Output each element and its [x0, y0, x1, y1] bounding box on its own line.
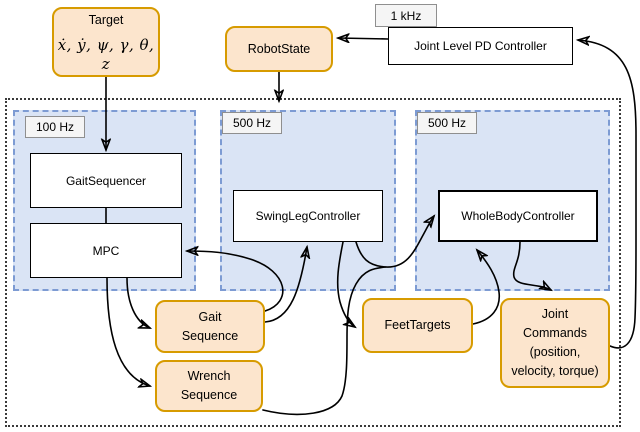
node-whole-body-controller: WholeBodyController [438, 190, 598, 242]
node-mpc: MPC [30, 223, 182, 278]
outer-dotted-container [5, 98, 621, 427]
edge-swinglegcontroller-to-feettargets [336, 241, 355, 327]
node-joint-commands: Joint Commands (position, velocity, torq… [500, 298, 610, 388]
pd-controller-label: Joint Level PD Controller [414, 39, 547, 53]
whole-body-controller-label: WholeBodyController [461, 209, 575, 223]
freq-label-100hz: 100 Hz [25, 116, 85, 138]
gait-sequencer-label: GaitSequencer [65, 173, 147, 188]
wrench-sequence-line1: Wrench [187, 369, 231, 383]
freq-label-1khz: 1 kHz [375, 4, 437, 27]
edge-gaitsequence-to-mpc [187, 251, 284, 312]
freq-label-1khz-text: 1 kHz [390, 8, 422, 23]
wrench-sequence-line2: Sequence [180, 388, 238, 402]
swing-leg-controller-label: SwingLegController [255, 209, 361, 223]
edge-mpc-to-wrenchsequence [106, 277, 150, 386]
freq-label-500hz-swing-text: 500 Hz [232, 116, 272, 130]
edge-mpc-to-gaitsequence [126, 277, 150, 328]
joint-commands-line4: velocity, torque) [511, 364, 599, 378]
edge-swinglegcontroller-to-wholebodycontroller [355, 216, 434, 268]
robot-state-label: RobotState [247, 41, 311, 56]
node-robot-state: RobotState [225, 26, 333, 72]
target-math: ẋ, ẏ, ψ, γ, θ, z [57, 35, 155, 73]
joint-commands-line1: Joint [541, 307, 569, 321]
mpc-label: MPC [92, 243, 120, 258]
node-feet-targets: FeetTargets [362, 298, 473, 353]
target-title: Target [88, 12, 124, 27]
node-wrench-sequence: Wrench Sequence [155, 360, 263, 412]
node-gait-sequence: Gait Sequence [155, 300, 265, 353]
edge-wrenchsequence-to-wholebodycontroller [262, 266, 387, 416]
edge-feettargets-to-wholebodycontroller [472, 250, 501, 325]
edge-gaitsequence-to-swinglegcontroller [264, 247, 307, 323]
freq-label-500hz-wbc: 500 Hz [417, 112, 477, 134]
edge-pdcontroller-to-robotstate [338, 38, 389, 39]
joint-commands-line2: Commands [523, 326, 587, 340]
freq-label-100hz-text: 100 Hz [35, 120, 75, 134]
edge-jointcommands-to-pdcontroller [578, 40, 637, 349]
joint-commands-line3: (position, [529, 345, 581, 359]
node-pd-controller: Joint Level PD Controller [388, 27, 573, 65]
freq-label-500hz-wbc-text: 500 Hz [427, 116, 467, 130]
node-gait-sequencer: GaitSequencer [30, 153, 182, 208]
feet-targets-label: FeetTargets [384, 318, 451, 332]
node-swing-leg-controller: SwingLegController [233, 190, 383, 242]
edge-wholebodycontroller-to-jointcommands [512, 241, 551, 290]
freq-label-500hz-swing: 500 Hz [222, 112, 282, 134]
gait-sequence-line1: Gait [198, 309, 222, 324]
node-target: Target ẋ, ẏ, ψ, γ, θ, z [52, 7, 160, 77]
gait-sequence-line2: Sequence [181, 328, 239, 343]
